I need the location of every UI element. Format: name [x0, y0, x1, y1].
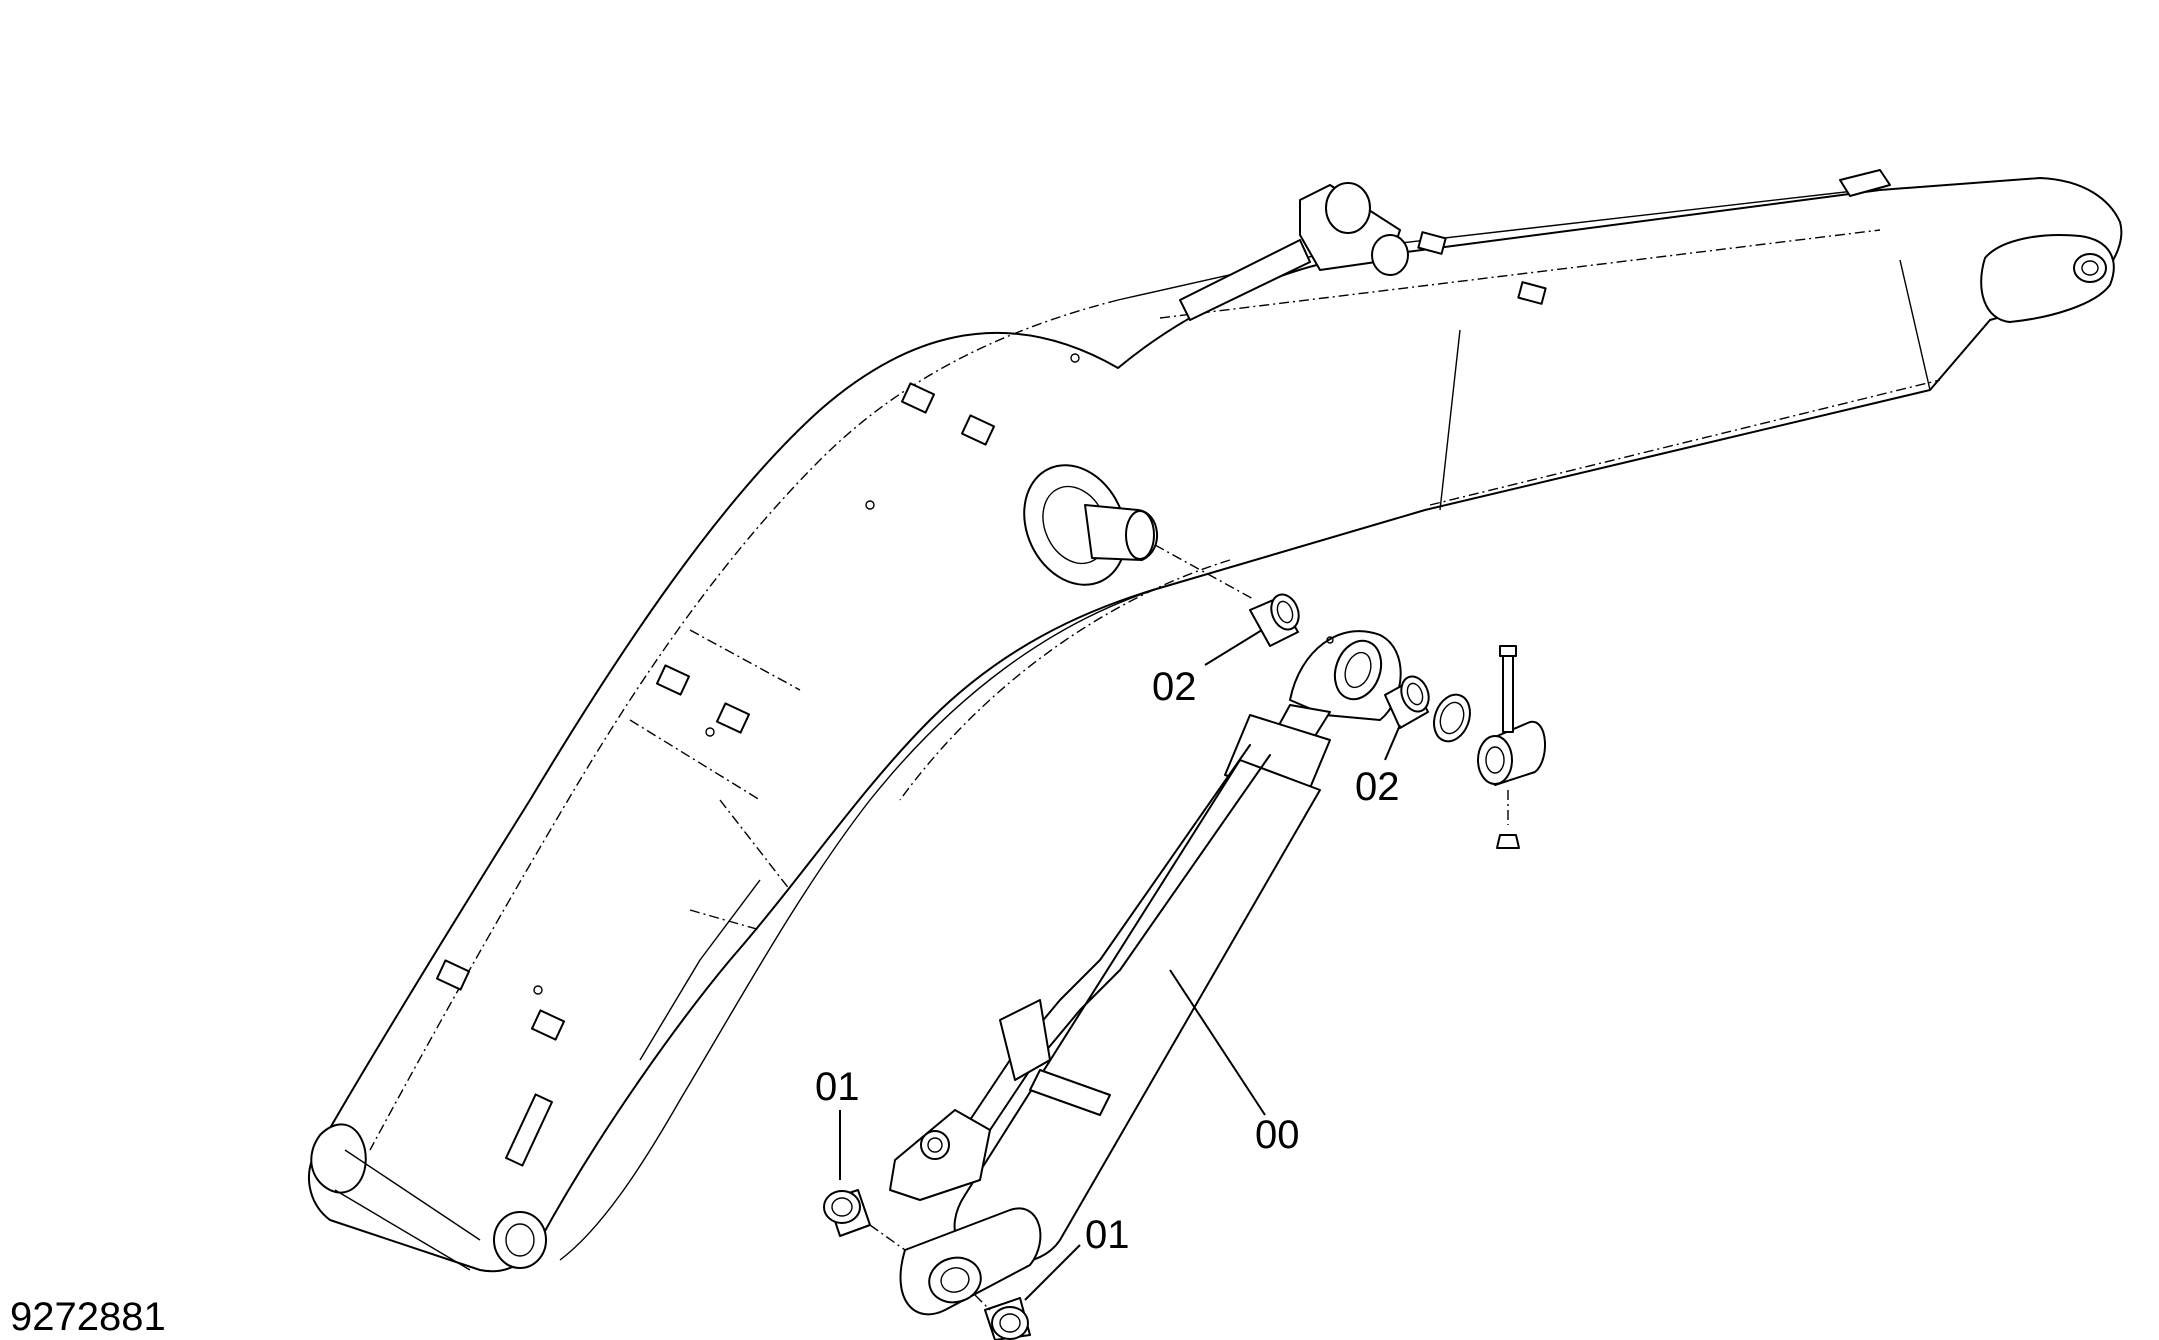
drawing-number: 9272881 [10, 1295, 166, 1339]
callout-label: 00 [1255, 1113, 1300, 1157]
callout-part-00: 00 [1169, 969, 1300, 1157]
boom-cylinder [889, 630, 1402, 1316]
bushing-01-lower [974, 1294, 1031, 1340]
bushing-02-left [1249, 593, 1300, 647]
callout-part-02-left: 02 [1152, 629, 1263, 709]
callout-label: 02 [1355, 765, 1400, 809]
thrust-washer [1433, 693, 1471, 743]
pin-retaining-collar [1477, 645, 1547, 849]
boom-cylinder-pin [1023, 464, 1256, 601]
callout-part-02-right: 02 [1355, 724, 1401, 809]
excavator-boom [308, 169, 2123, 1273]
callout-part-01-upper: 01 [815, 1065, 860, 1180]
bushing-01-upper [823, 1189, 906, 1251]
callout-label: 02 [1152, 665, 1197, 709]
callout-label: 01 [1085, 1213, 1130, 1257]
callout-label: 01 [815, 1065, 860, 1109]
callout-part-01-lower: 01 [1024, 1213, 1130, 1301]
bushing-02-right [1384, 675, 1430, 729]
